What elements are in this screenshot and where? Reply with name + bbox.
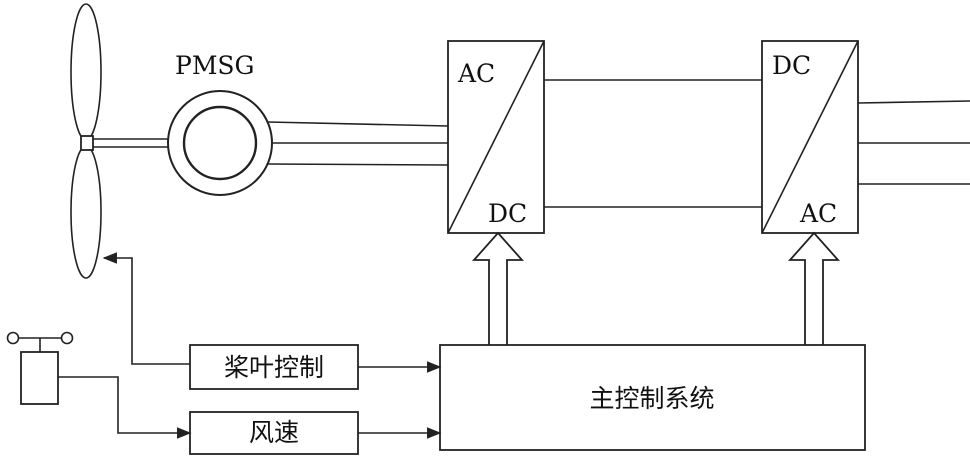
wind-speed-label: 风速 (249, 418, 299, 447)
turbine-shaft (93, 138, 168, 148)
generator-output-lines (267, 121, 449, 166)
pitch-to-blade-signal (102, 252, 190, 365)
dc-link (544, 79, 762, 208)
rectifier-dc-label: DC (488, 199, 527, 228)
lower-blade (70, 145, 102, 279)
pitch-control-block: 桨叶控制 (189, 344, 359, 390)
anemometer-to-wind-speed-signal (58, 376, 192, 439)
grid-output-lines (857, 100, 970, 185)
inverter-converter: DC AC (761, 40, 859, 234)
pitch-control-label: 桨叶控制 (224, 353, 324, 382)
main-control-block: 主控制系统 (439, 344, 866, 451)
pmsg-generator: PMSG (167, 51, 273, 196)
anemometer-icon (6, 331, 74, 405)
inverter-ac-label: AC (799, 199, 837, 228)
inverter-control-arrow (787, 231, 841, 345)
rectifier-control-arrow (471, 231, 525, 345)
rectifier-converter: AC DC (447, 40, 545, 234)
turbine-blades (70, 3, 102, 279)
generator-rotor (182, 105, 258, 181)
generator-label: PMSG (175, 51, 255, 80)
inverter-dc-label: DC (772, 51, 811, 80)
upper-blade (70, 3, 102, 141)
turbine-hub (80, 135, 94, 151)
main-control-label: 主控制系统 (589, 384, 714, 413)
rectifier-ac-label: AC (457, 59, 495, 88)
wind-speed-block: 风速 (189, 411, 359, 455)
